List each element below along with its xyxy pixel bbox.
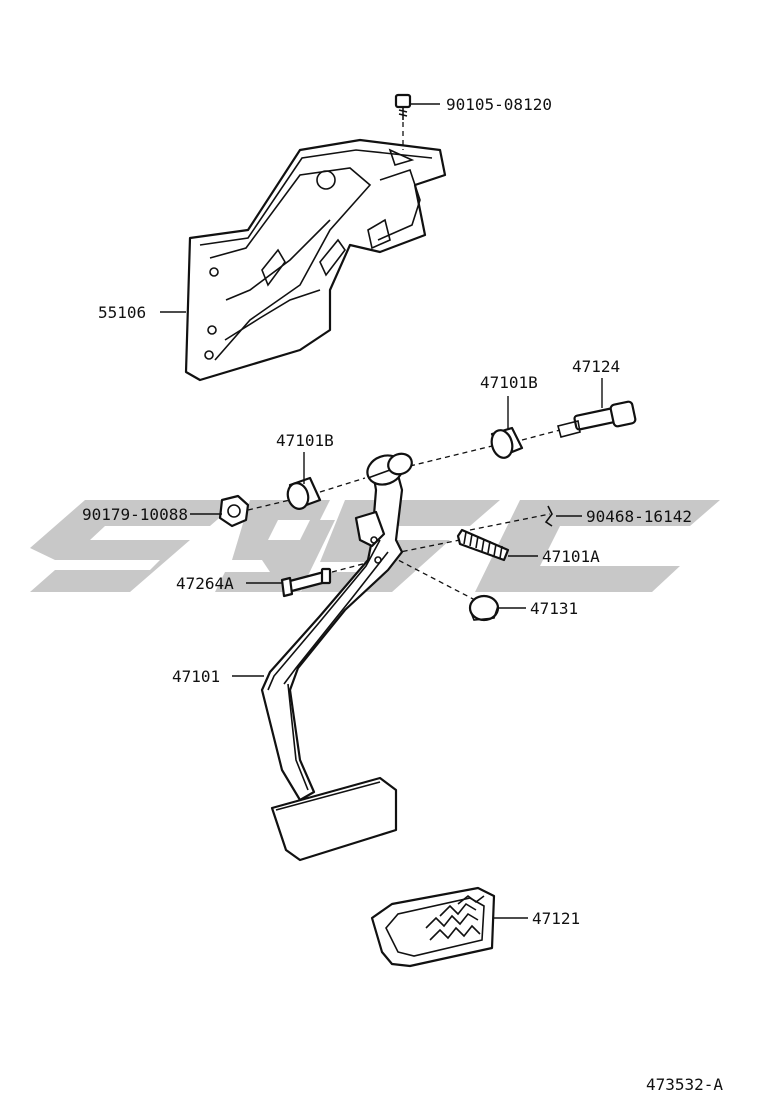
- pedal-arm-47101: [260, 452, 413, 802]
- bolt-47124: [557, 400, 637, 438]
- callout-47101b-left: 47101B: [276, 431, 334, 450]
- pedal-pad-mounted: [270, 776, 398, 862]
- pedal-pad-47121: [370, 886, 496, 968]
- stopper-47131: [468, 594, 500, 622]
- callout-47101a: 47101A: [542, 547, 600, 566]
- callout-90179-10088: 90179-10088: [82, 505, 188, 524]
- callout-55106: 55106: [98, 303, 146, 322]
- nut-90179-10088: [218, 494, 250, 528]
- callout-47131: 47131: [530, 599, 578, 618]
- bushing-47101b-right: [490, 426, 524, 459]
- bracket-55106: [184, 138, 447, 382]
- callout-47264a: 47264A: [176, 574, 234, 593]
- spring-47101a: [456, 528, 510, 562]
- figure-code: 473532-A: [646, 1075, 723, 1094]
- pin-47264a: [280, 567, 332, 598]
- callout-90105-08120: 90105-08120: [446, 95, 552, 114]
- clip-90468-16142: [544, 505, 553, 527]
- callout-90468-16142: 90468-16142: [586, 507, 692, 526]
- bolt-90105-08120: [394, 93, 412, 150]
- callout-47101: 47101: [172, 667, 220, 686]
- callout-47101b-right: 47101B: [480, 373, 538, 392]
- callout-47121: 47121: [532, 909, 580, 928]
- callout-47124: 47124: [572, 357, 620, 376]
